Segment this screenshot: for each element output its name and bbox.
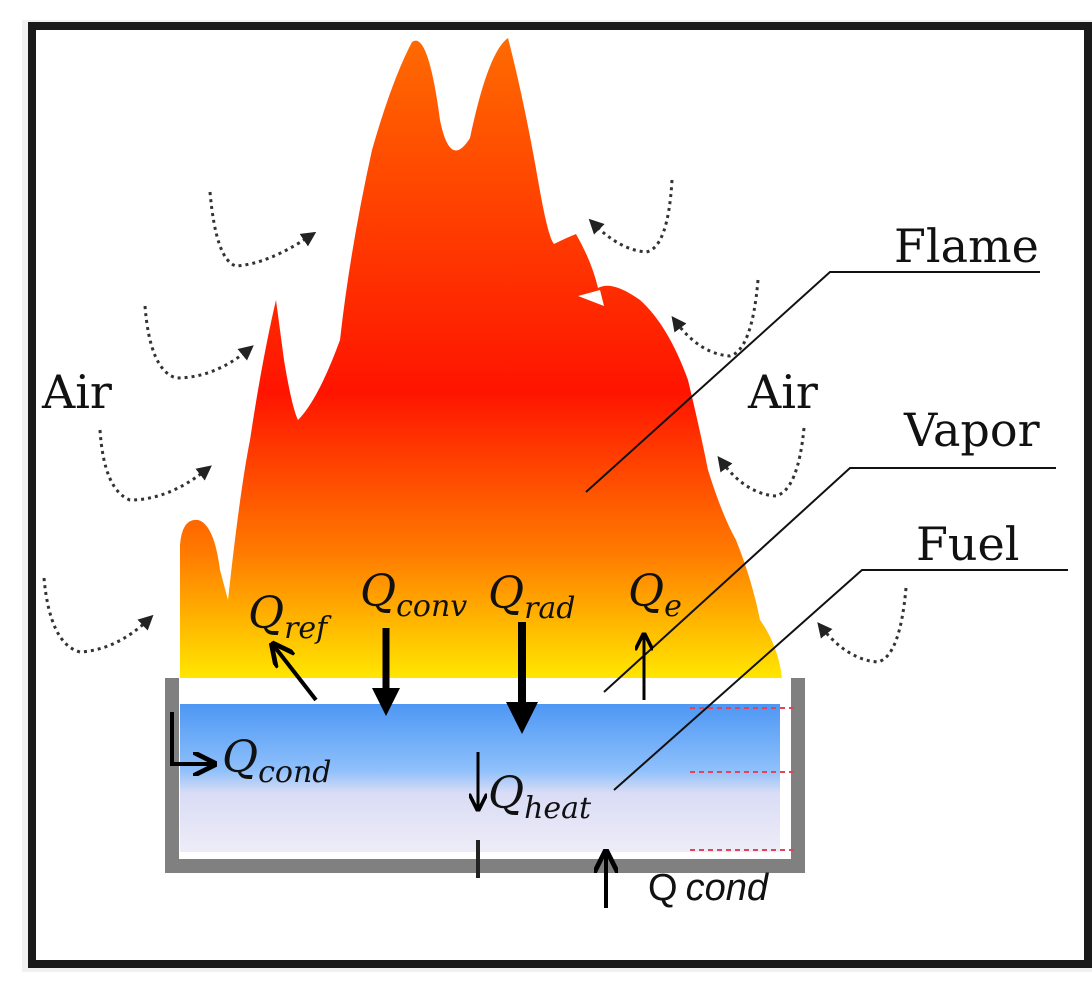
vapor-layer (180, 680, 780, 704)
label-leaders (585, 271, 1068, 791)
flame-shape (180, 38, 782, 678)
air-arrows-left (42, 191, 317, 654)
pan-container (165, 678, 805, 873)
heat-flux-arrows (170, 622, 644, 908)
air-label-left: Air (41, 365, 112, 419)
q-ref-label: Qref (248, 588, 332, 646)
q-ref-arrow (274, 646, 318, 702)
q-cond-side-arrow (170, 712, 212, 764)
fuel-label: Fuel (916, 517, 1019, 571)
q-cond-side-label: Qcond (222, 732, 331, 790)
q-rad-label: Qrad (488, 568, 576, 626)
fuel-liquid (180, 704, 780, 852)
vapor-label: Vapor (903, 403, 1040, 457)
q-heat-label: Qheat (488, 768, 592, 826)
q-e-label: Qe (628, 566, 682, 624)
wall-heat-lines (690, 707, 798, 851)
air-arrows-right (588, 179, 908, 664)
q-conv-label: Qconv (360, 566, 467, 624)
air-label-right: Air (747, 365, 818, 419)
flame-label: Flame (894, 219, 1039, 273)
flame-notch (578, 290, 604, 306)
